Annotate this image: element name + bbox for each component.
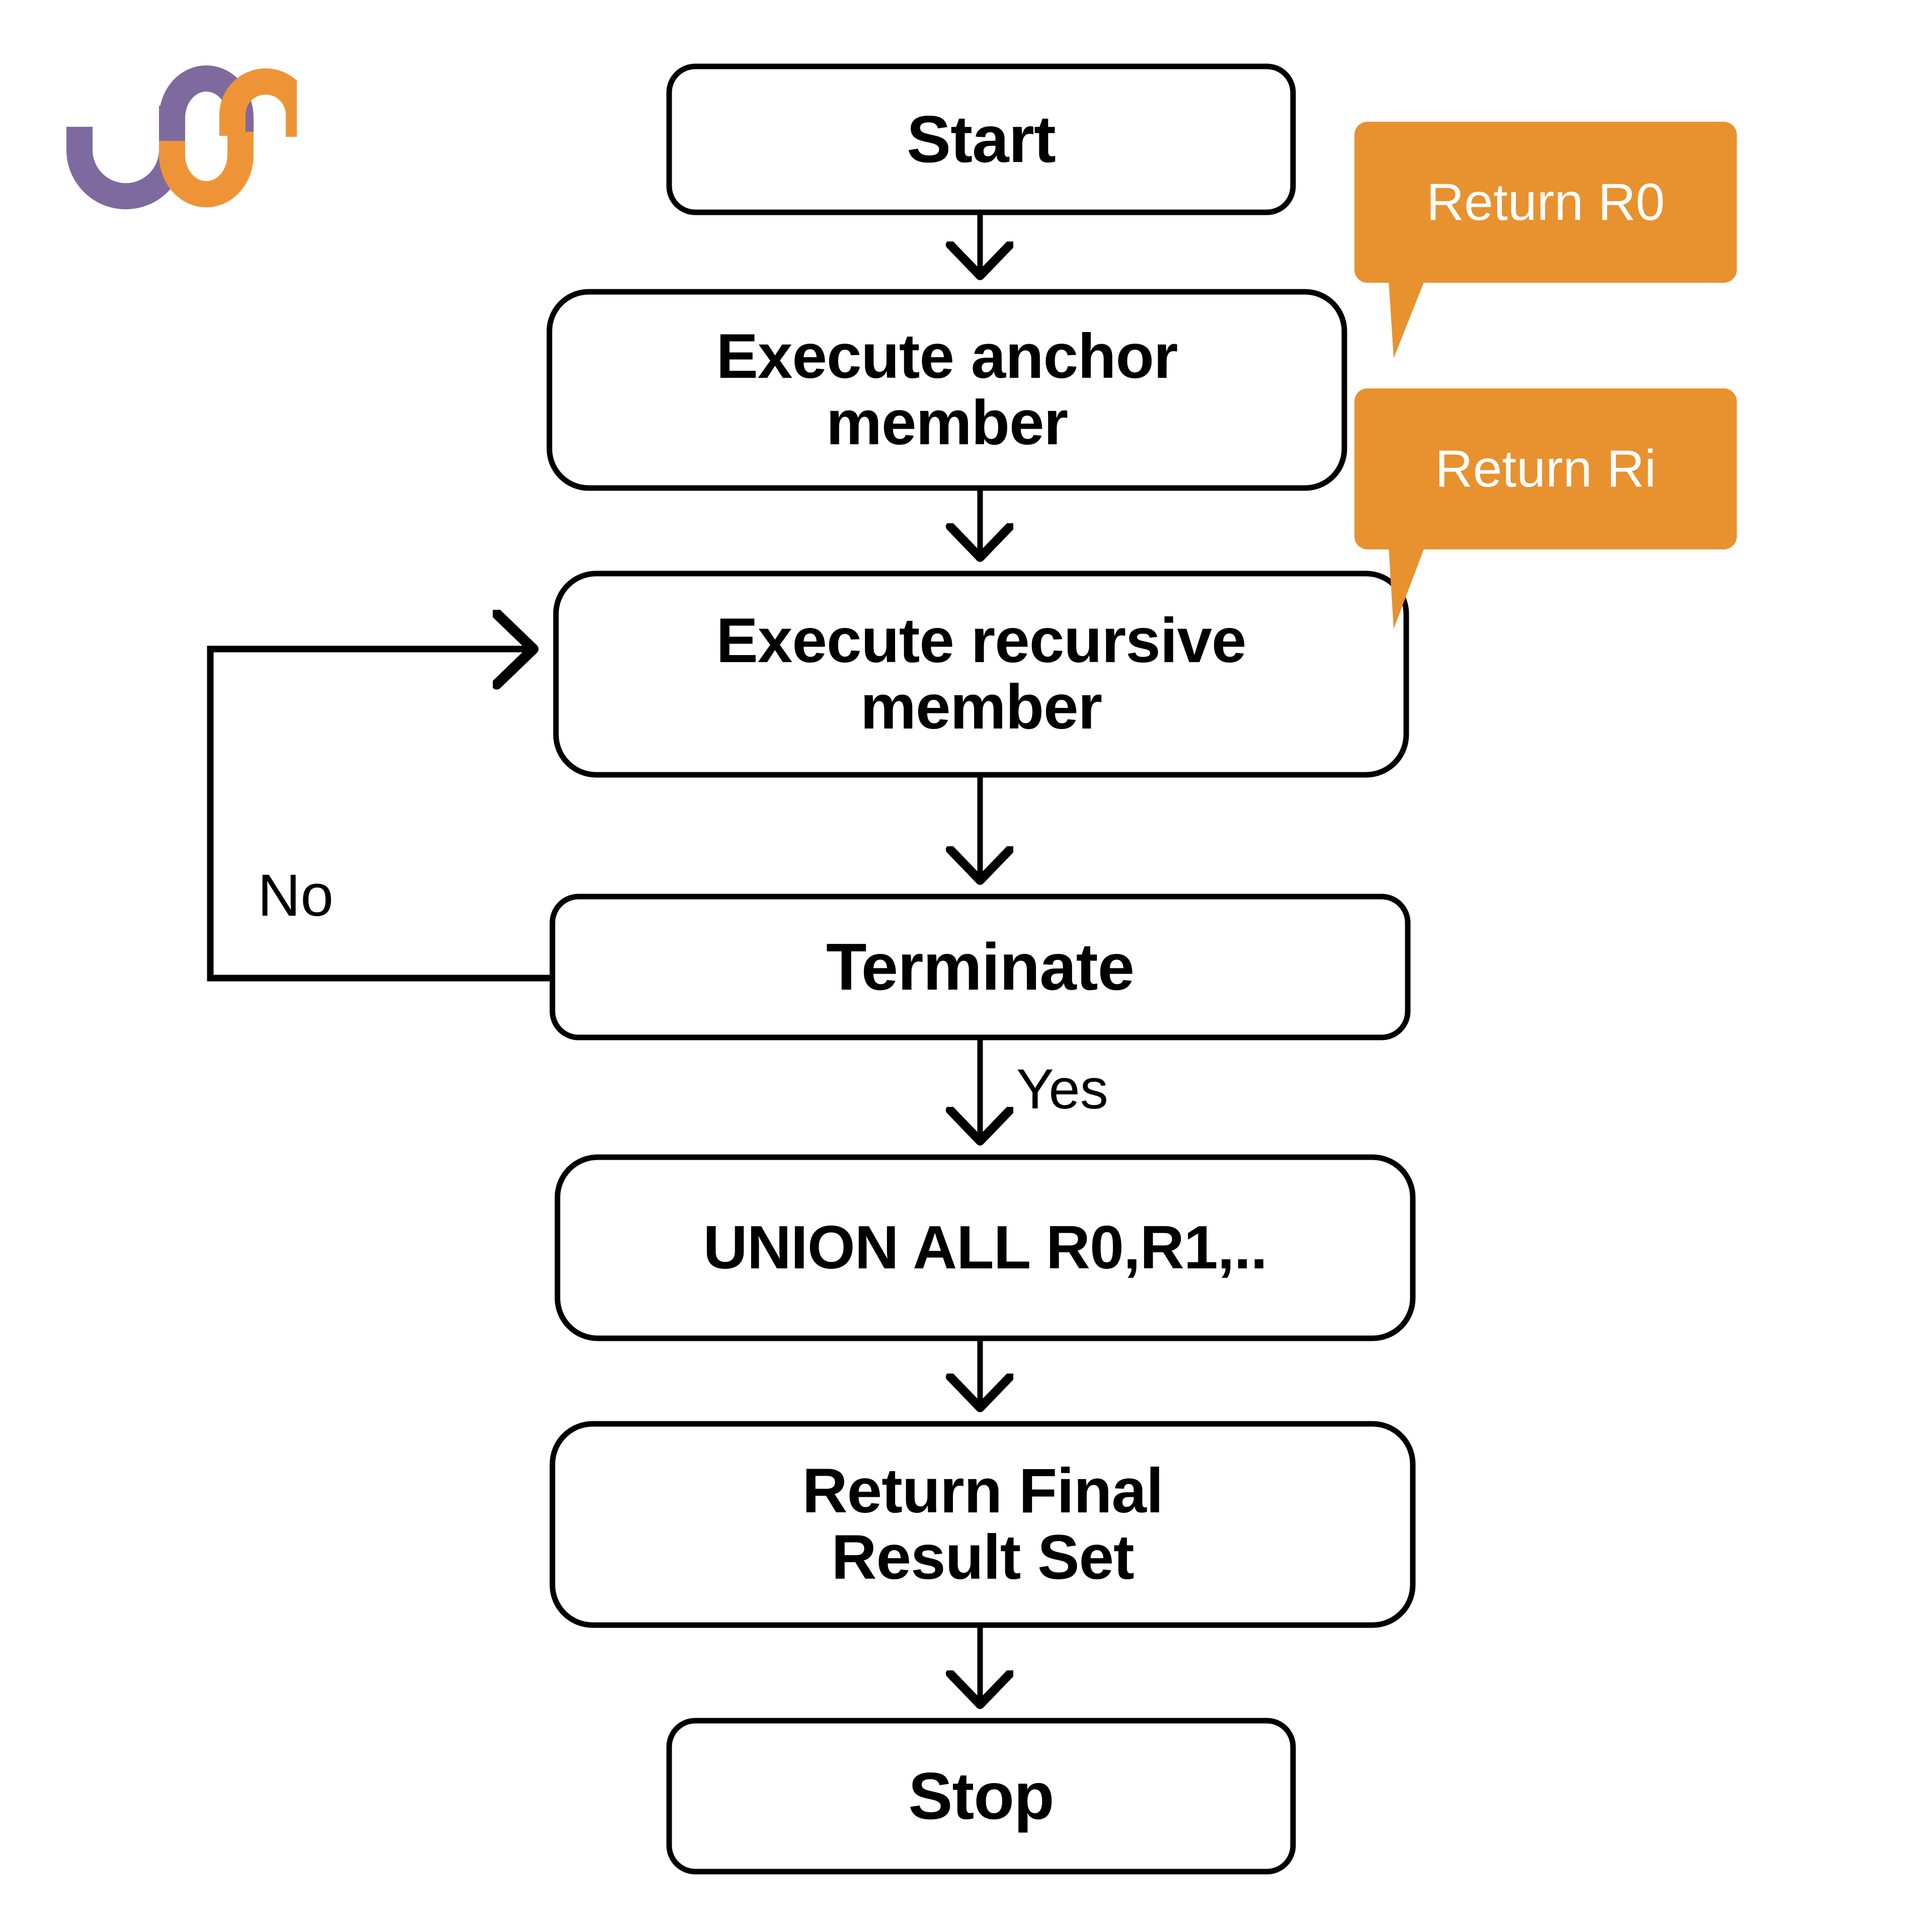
callout-return-r0-tail xyxy=(1389,280,1425,358)
node-box-terminate[interactable] xyxy=(549,894,1411,1040)
callout-return-r0[interactable] xyxy=(1354,122,1737,358)
callout-return-ri-body xyxy=(1354,388,1737,549)
node-box-anchor[interactable] xyxy=(546,289,1347,491)
edge-no-loopback xyxy=(207,649,552,982)
callout-return-ri[interactable] xyxy=(1354,388,1737,629)
logo-orange-arch xyxy=(219,68,297,137)
callout-return-r0-body xyxy=(1354,122,1737,283)
callout-return-ri-tail xyxy=(1389,546,1425,629)
node-box-stop[interactable] xyxy=(666,1718,1296,1875)
node-box-union[interactable] xyxy=(554,1154,1416,1341)
node-box-recursive[interactable] xyxy=(553,571,1409,778)
jm-monogram-logo xyxy=(66,65,297,209)
node-box-start[interactable] xyxy=(666,63,1296,215)
node-box-final[interactable] xyxy=(549,1421,1416,1628)
logo-orange-o-bottom xyxy=(159,132,254,207)
